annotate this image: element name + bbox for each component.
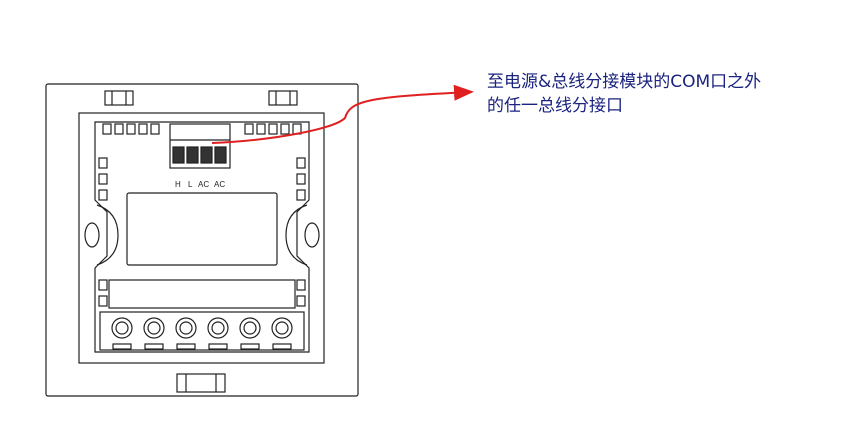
right-mount-ear <box>285 204 320 266</box>
top-clip-left <box>104 90 134 106</box>
lower-bar <box>108 279 296 309</box>
red-arrow <box>211 84 474 144</box>
annotation-line-1: 至电源&总线分接模块的COM口之外 <box>487 72 762 92</box>
top-ribs <box>102 123 302 135</box>
terminal-label-ac1: AC <box>198 180 209 189</box>
screw-terminals <box>99 311 305 351</box>
terminal-block <box>169 123 231 169</box>
side-notches <box>98 157 306 307</box>
terminal-label-ac2: AC <box>214 180 225 189</box>
left-mount-ear <box>84 204 119 266</box>
terminal-label-h: H <box>175 180 181 189</box>
module-body <box>94 121 310 353</box>
annotation-text: 至电源&总线分接模块的COM口之外 的任一总线分接口 <box>487 70 837 118</box>
outer-frame <box>45 83 359 397</box>
top-clip-right <box>268 90 298 106</box>
bottom-clip <box>176 373 226 393</box>
annotation-line-2: 的任一总线分接口 <box>487 96 623 116</box>
inner-frame <box>78 112 325 364</box>
display-window <box>126 192 278 266</box>
terminal-label-l: L <box>188 180 193 189</box>
